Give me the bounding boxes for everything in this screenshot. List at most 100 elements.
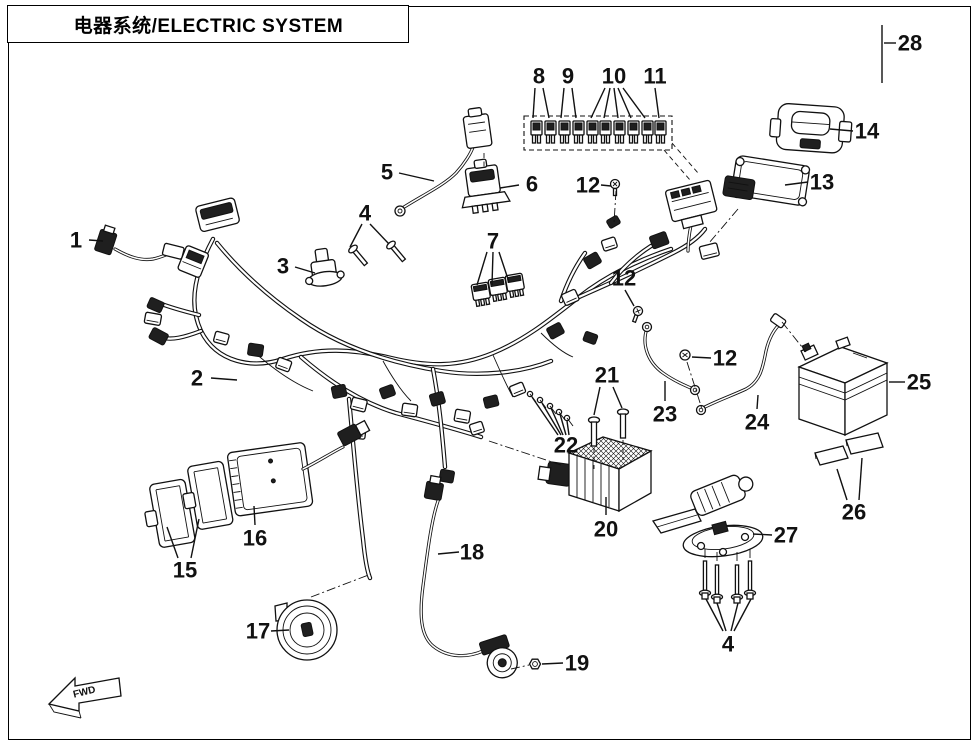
harness-connector (143, 311, 163, 326)
harness-connector (546, 322, 565, 340)
callout-leader (716, 602, 727, 632)
harness-connector (349, 396, 368, 413)
part-sensor-cable (419, 474, 518, 679)
relay (504, 272, 525, 299)
callout-leader (752, 533, 773, 536)
callout-leader (593, 386, 601, 416)
part-fuel-pump (651, 474, 764, 558)
harness-connector (438, 468, 455, 484)
fuse (558, 120, 571, 144)
callout-leader (613, 87, 619, 119)
callout-leader (531, 396, 559, 436)
harness-connector (560, 288, 580, 306)
fuse (613, 120, 626, 144)
callout-leader (756, 394, 759, 410)
callout-label-6-5: 6 (526, 172, 538, 197)
callout-leader (784, 181, 809, 186)
part-bolt (348, 244, 369, 267)
harness-connector (600, 236, 618, 252)
wire-core (420, 500, 484, 657)
callout-leader (612, 386, 623, 409)
callout-label-9-8: 9 (562, 64, 574, 89)
part-battery (797, 336, 889, 437)
diagram-svg: FWD 123456789101112121213141516171819202… (47, 25, 931, 719)
part-regulator (537, 436, 653, 513)
callout-label-28-30: 28 (898, 31, 922, 56)
page-title: 电器系统/ELECTRIC SYSTEM (73, 15, 344, 37)
callout-label-4-29: 4 (722, 632, 735, 657)
dash-dot-line (488, 440, 562, 466)
callout-leader (498, 251, 510, 283)
part-rubber-boots (144, 460, 234, 548)
harness-connector (247, 342, 265, 358)
callout-label-17-18: 17 (246, 619, 270, 644)
part-diagnostic-cable (94, 224, 209, 278)
callout-leader (624, 289, 635, 307)
fuse (586, 120, 599, 144)
callout-label-8-7: 8 (533, 64, 545, 89)
bolt (743, 560, 757, 600)
callout-leader (590, 87, 606, 119)
callout-leader (542, 87, 550, 119)
part-ground-cable (394, 107, 493, 217)
part-fuse-strip (523, 115, 673, 151)
part-bolt-group (698, 560, 757, 604)
callout-leader (566, 420, 570, 436)
wire-core (302, 446, 344, 470)
part-ecu (722, 155, 811, 207)
callout-leader (491, 251, 494, 286)
dash-dot-line (510, 664, 530, 670)
part-screws (587, 408, 630, 469)
part-bolt-12 (679, 349, 691, 361)
harness-connector (453, 408, 472, 424)
callout-label-22-23: 22 (554, 433, 578, 458)
part-battery-cable-neg (641, 321, 701, 396)
callout-label-12-12: 12 (612, 266, 636, 291)
harness-connector (330, 383, 348, 399)
harness-connector (148, 327, 169, 346)
harness-top-connector (195, 197, 240, 233)
fwd-marker: FWD (47, 676, 122, 719)
callout-label-12-11: 12 (576, 173, 600, 198)
harness-connector (212, 330, 230, 346)
part-ecu-bracket (769, 103, 853, 154)
wire-core (577, 227, 707, 299)
wire-core (299, 355, 483, 439)
part-relay-group (470, 272, 525, 308)
wire-core (431, 367, 447, 469)
part-screw-cluster (526, 390, 574, 427)
fuse (654, 120, 667, 144)
callout-leader (858, 457, 863, 501)
screw (563, 414, 574, 427)
callout-label-1-0: 1 (70, 228, 82, 253)
callout-leader (349, 223, 363, 248)
callout-leader (617, 87, 632, 119)
harness-connector (698, 242, 720, 260)
callout-leader (253, 505, 256, 526)
callout-label-4-3: 4 (359, 201, 372, 226)
callout-leader (691, 356, 712, 359)
title-box: 电器系统/ELECTRIC SYSTEM (7, 5, 410, 44)
callout-leader (733, 598, 752, 632)
callout-label-7-6: 7 (487, 229, 499, 254)
part-horn (274, 599, 338, 661)
harness-connector (606, 215, 621, 229)
fuse (641, 120, 654, 144)
screw (546, 402, 557, 415)
callout-leader (437, 551, 460, 555)
callout-leader (559, 413, 567, 436)
callout-leader (270, 629, 290, 632)
callout-leader (541, 402, 562, 436)
callout-label-14-15: 14 (855, 119, 880, 144)
callout-label-3-2: 3 (277, 254, 289, 279)
harness-connector (649, 231, 670, 250)
callout-label-25-26: 25 (907, 370, 931, 395)
fuse (572, 120, 585, 144)
wire-core (609, 244, 653, 285)
callout-leader (705, 598, 724, 632)
callout-leader (499, 184, 520, 189)
callout-label-15-16: 15 (173, 558, 197, 583)
callout-label-18-19: 18 (460, 540, 484, 565)
callout-leader (210, 377, 238, 381)
